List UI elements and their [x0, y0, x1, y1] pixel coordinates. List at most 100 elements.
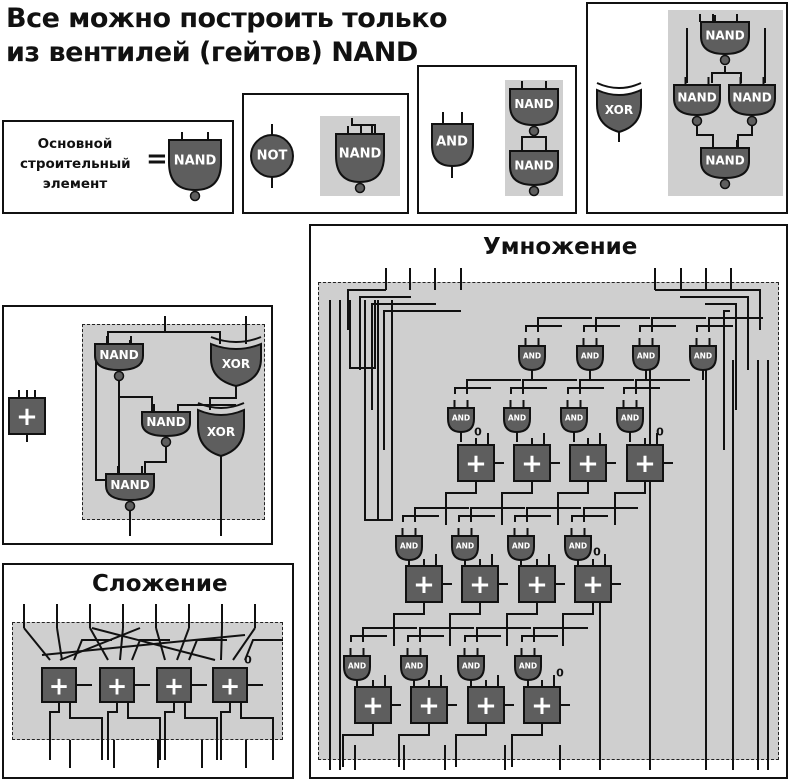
- wire: [466, 379, 521, 394]
- inversion-bubble: [113, 370, 125, 382]
- wire: [579, 379, 634, 394]
- wire: [567, 387, 604, 394]
- wire: [383, 310, 461, 450]
- mult-and-r2c4-label: AND: [621, 414, 639, 423]
- wire: [696, 125, 714, 147]
- mult-adder-r3c2: [410, 686, 448, 724]
- wire: [350, 635, 387, 642]
- inversion-bubble: [354, 182, 366, 194]
- equals-sign: =: [146, 144, 168, 174]
- wire: [705, 303, 737, 410]
- wire: [164, 702, 175, 760]
- basic-nand-gate: [168, 139, 222, 192]
- wire: [118, 380, 153, 412]
- and-gate-body: [431, 123, 474, 168]
- mult-adder-r3c3-label: +: [475, 691, 497, 721]
- and-gate-label: AND: [436, 135, 468, 150]
- mult-and-r3c3: [507, 535, 535, 562]
- xor-impl-nand-4: [700, 147, 750, 180]
- wire: [59, 627, 141, 661]
- wire: [342, 723, 374, 767]
- xor-impl-nand-4-label: NAND: [705, 154, 744, 168]
- mult-and-r4c3: [457, 655, 485, 682]
- inversion-bubble: [528, 185, 540, 197]
- mult-and-r4c4: [514, 655, 542, 682]
- wire: [470, 507, 525, 522]
- xor-gate: [596, 88, 642, 134]
- wire: [402, 515, 439, 522]
- wire: [511, 723, 543, 767]
- wire: [525, 325, 562, 332]
- not-impl-nand-gate-label: NAND: [339, 147, 382, 162]
- mult-and-r1c1-label: AND: [523, 352, 541, 361]
- wire: [521, 635, 558, 642]
- mult-and-r3c4-label: AND: [569, 542, 587, 551]
- carry-zero-label: 0: [556, 667, 564, 680]
- adder-xor-1: [210, 342, 262, 388]
- carry-zero-label: 0: [656, 426, 664, 439]
- wire: [506, 602, 538, 646]
- wire: [349, 300, 376, 369]
- mult-and-r2c3: [560, 407, 588, 434]
- xor-gate-label: XOR: [605, 103, 633, 117]
- mult-adder-r1c2: [513, 444, 551, 482]
- mult-and-r3c1-label: AND: [400, 542, 418, 551]
- wire: [144, 446, 167, 474]
- inversion-bubble: [160, 436, 172, 448]
- wire: [56, 627, 63, 661]
- wire: [583, 325, 620, 332]
- xor-arc: [210, 336, 262, 343]
- wire: [382, 300, 393, 521]
- mult-adder-r2c3-label: +: [526, 570, 548, 600]
- wire: [69, 702, 103, 760]
- carry-zero-label: 0: [593, 546, 601, 559]
- not-impl-nand-gate: [335, 133, 385, 184]
- wire: [419, 627, 474, 642]
- carry-zero-label: 0: [474, 426, 482, 439]
- wire: [655, 289, 761, 330]
- mult-and-r1c4-label: AND: [694, 352, 712, 361]
- wire: [49, 702, 60, 760]
- inversion-bubble: [528, 125, 540, 137]
- wire: [458, 515, 495, 522]
- wire: [414, 507, 469, 522]
- wire: [371, 303, 436, 410]
- wire: [220, 702, 231, 760]
- mult-and-r3c2-label: AND: [456, 542, 474, 551]
- mult-adder-r2c1-label: +: [413, 570, 435, 600]
- wire: [614, 481, 646, 525]
- wire: [711, 66, 726, 83]
- basic-line-3: элемент: [42, 176, 108, 192]
- adder-nand-2-label: NAND: [146, 415, 185, 429]
- full-adder-icon-label: +: [16, 402, 38, 432]
- mult-adder-r2c4-label: +: [582, 570, 604, 600]
- wire: [639, 325, 676, 332]
- page-title: Все можно построить только из вентилей (…: [6, 2, 448, 70]
- mult-and-r2c1: [447, 407, 475, 434]
- adder-nand-3-label: NAND: [110, 478, 149, 492]
- mult-and-r3c1: [395, 535, 423, 562]
- mult-adder-r3c4-label: +: [531, 691, 553, 721]
- mult-and-r4c2-label: AND: [405, 662, 423, 671]
- mult-adder-r1c4-label: +: [634, 449, 656, 479]
- wire: [176, 627, 190, 661]
- wire: [244, 639, 283, 661]
- wire: [562, 602, 594, 646]
- mult-and-r4c3-label: AND: [462, 662, 480, 671]
- adder-nand-1-label: NAND: [99, 348, 138, 362]
- wire: [364, 300, 382, 521]
- wire: [184, 702, 218, 760]
- addition-title: Сложение: [92, 571, 228, 597]
- mult-and-r4c1: [343, 655, 371, 682]
- and-impl-nand-top: [509, 88, 559, 127]
- wire: [377, 300, 382, 521]
- xor-arc: [197, 402, 245, 409]
- mult-adder-r1c1-label: +: [465, 449, 487, 479]
- wire: [533, 627, 588, 642]
- adder-xor-2: [197, 408, 245, 458]
- addition-adder-2-label: +: [107, 672, 128, 701]
- mult-and-r4c1-label: AND: [348, 662, 366, 671]
- addition-adder-2: [99, 667, 135, 703]
- mult-adder-r3c4: [523, 686, 561, 724]
- wire: [651, 317, 706, 332]
